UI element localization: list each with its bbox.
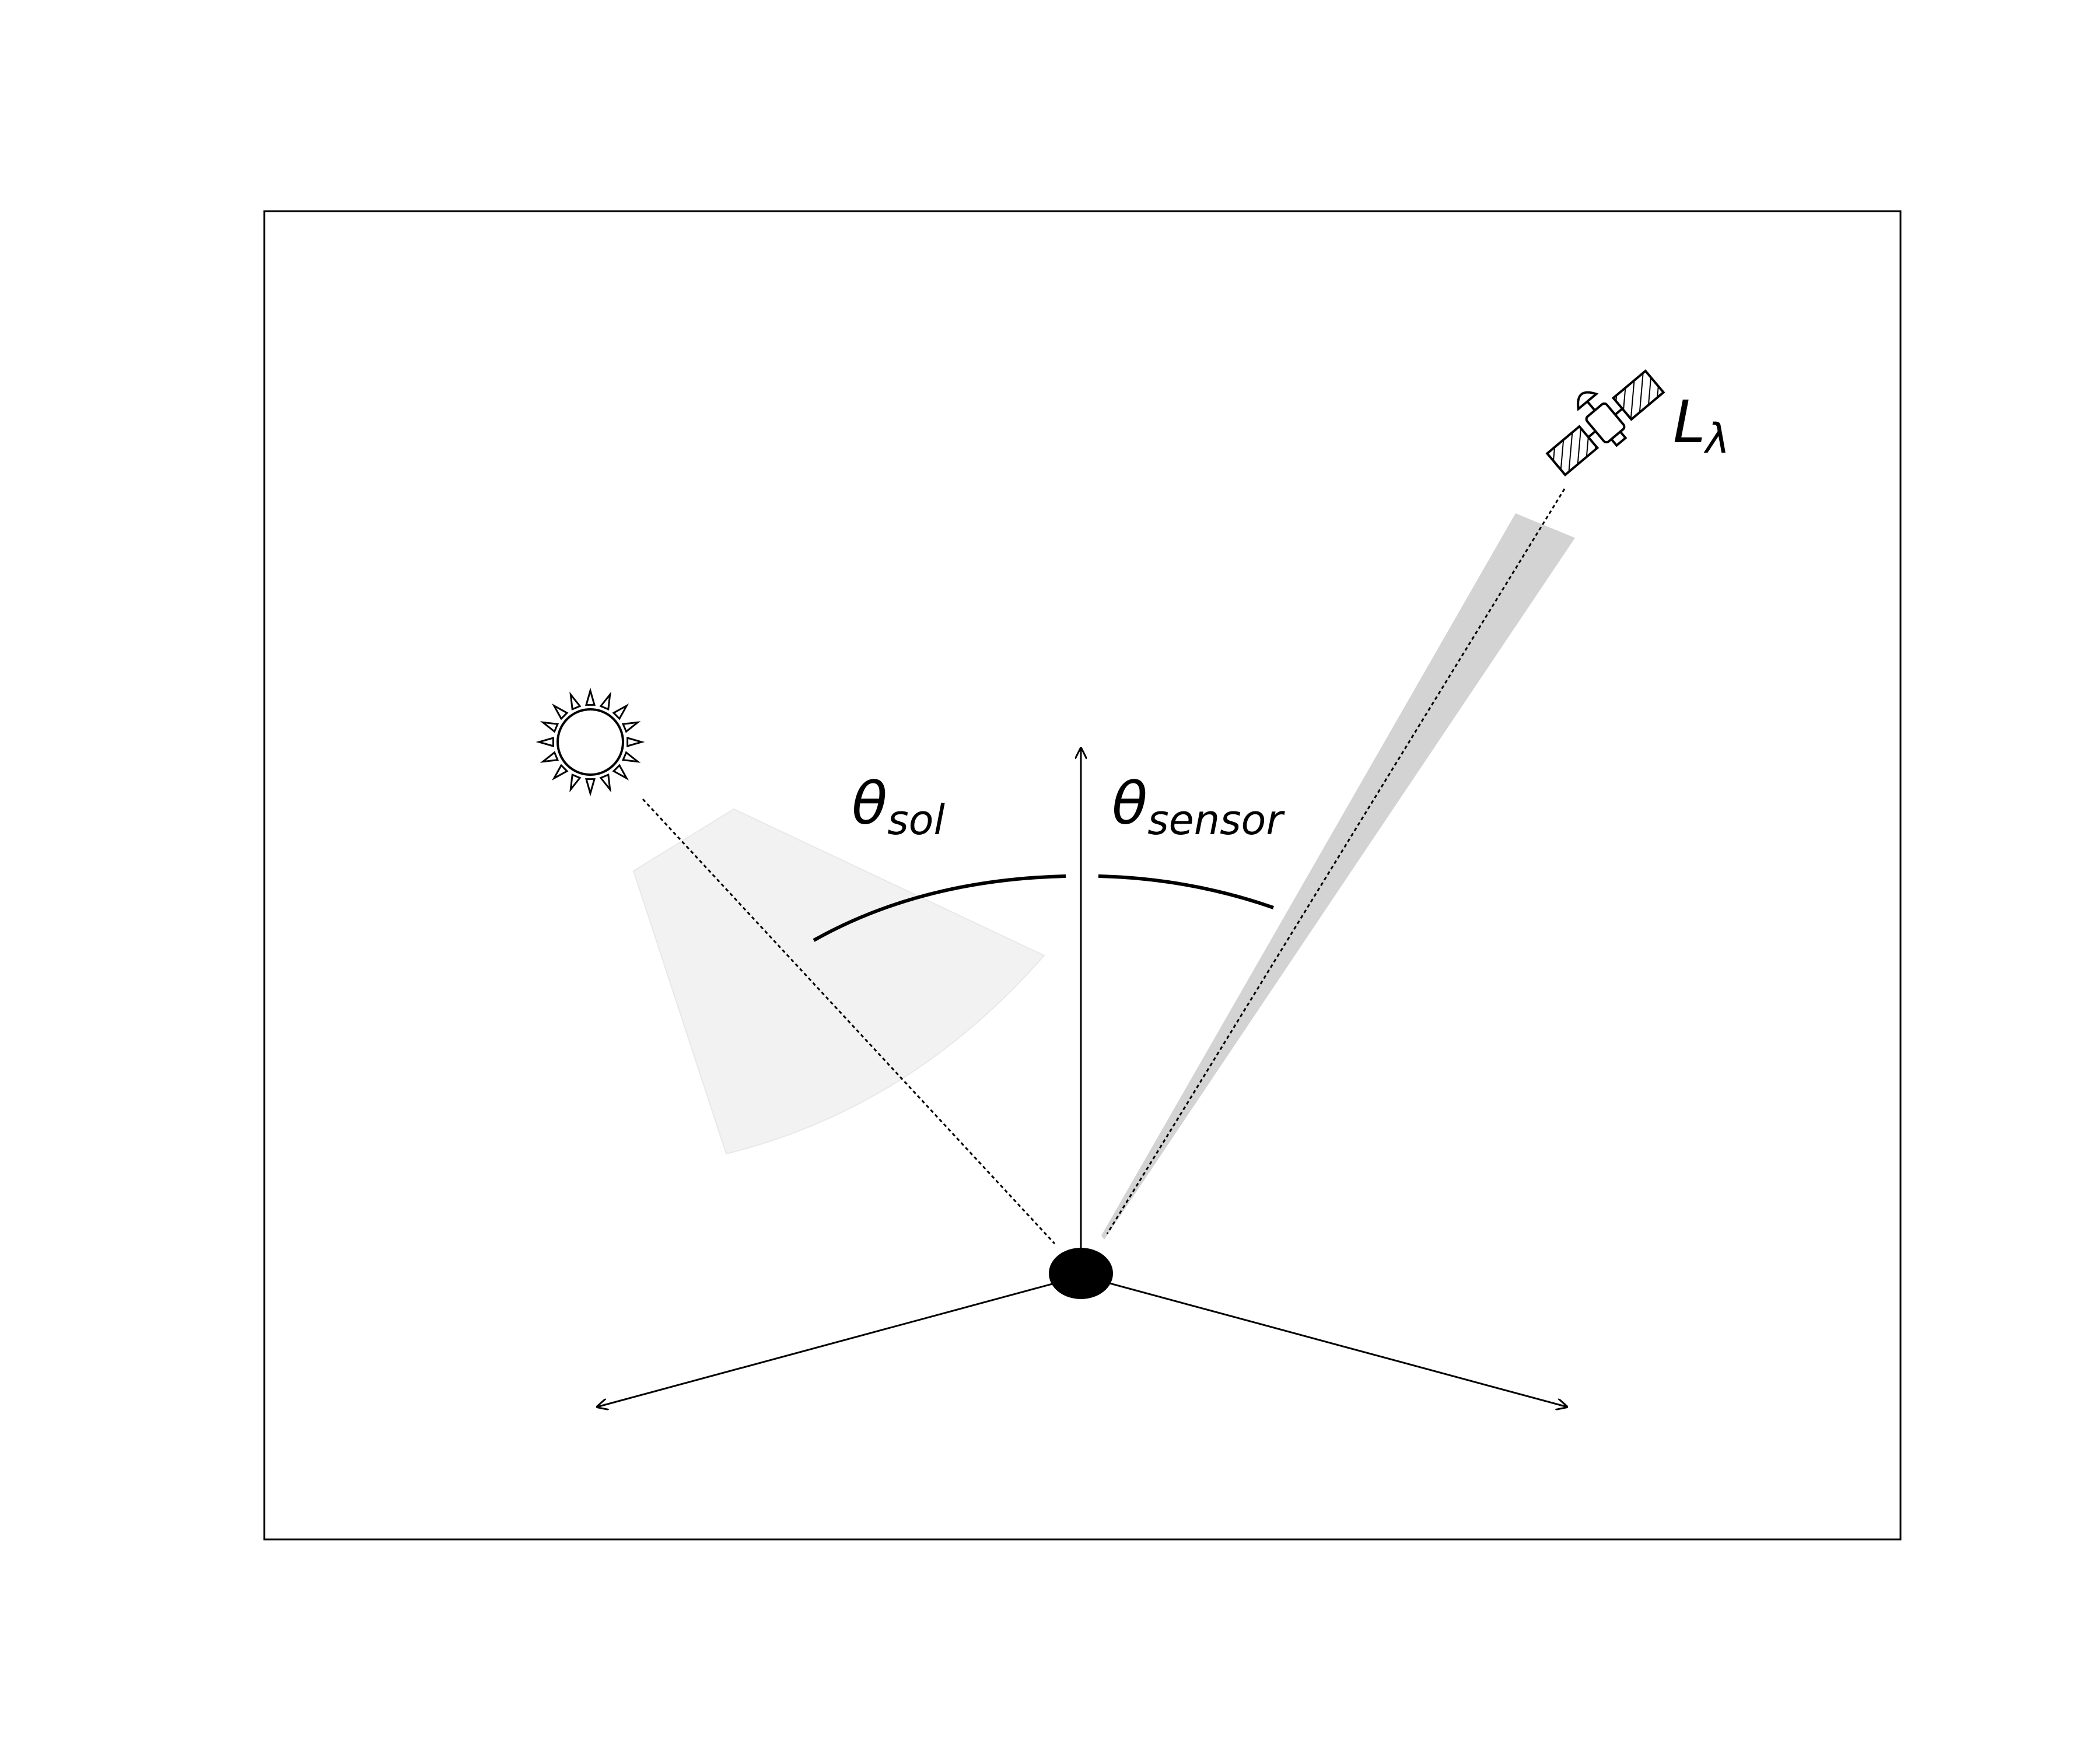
sun-ray [536, 737, 554, 747]
sun-ray [612, 703, 629, 720]
sun-ray [599, 691, 611, 711]
surface-target-point [1049, 1248, 1113, 1299]
sun-icon [536, 687, 645, 797]
horizontal-axis-left-arrow [597, 1281, 1059, 1407]
sun-disc [556, 708, 624, 776]
sun-ray [626, 737, 645, 747]
sol-angle-label: θsol [852, 769, 945, 844]
sun-ray [585, 778, 596, 797]
sun-ray [621, 751, 641, 763]
sun-ray [551, 764, 569, 781]
diagram-frame [263, 210, 1902, 1541]
sun-ray [569, 773, 582, 793]
sun-ray [621, 721, 641, 733]
sun-ray [540, 751, 559, 763]
horizontal-axis-right-arrow [1105, 1281, 1567, 1407]
sensor-angle-label: θsensor [1112, 769, 1285, 844]
sensor-view-beam [1101, 513, 1575, 1240]
sun-ray [551, 703, 569, 720]
radiance-label: Lλ [1673, 388, 1730, 463]
sun-ray [540, 721, 559, 733]
sun-illumination-cone [632, 808, 1045, 1155]
sol-angle-arc [813, 874, 1066, 942]
satellite-icon [1545, 369, 1665, 477]
sensor-angle-arc [1098, 874, 1274, 909]
sun-ray [612, 764, 629, 781]
sun-ray [585, 687, 596, 706]
sun-ray [569, 691, 582, 711]
sun-ray-line [642, 798, 1056, 1245]
sun-ray [599, 773, 611, 793]
sensor-ray-line [1106, 488, 1566, 1234]
